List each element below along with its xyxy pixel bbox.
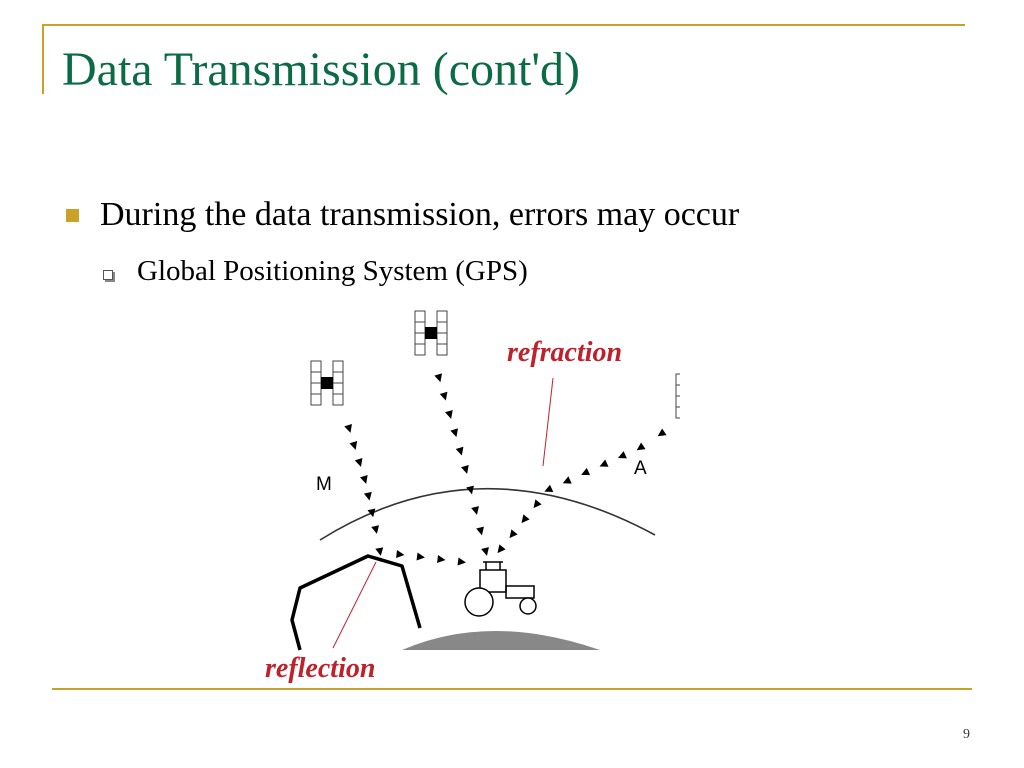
reflection-annotation: reflection bbox=[265, 653, 375, 684]
arrow-icon bbox=[481, 547, 489, 556]
arrow-icon bbox=[533, 499, 542, 509]
arrow-icon bbox=[434, 373, 443, 383]
arrow-icon bbox=[359, 474, 368, 484]
bullet-text-level1: During the data transmission, errors may… bbox=[100, 196, 740, 233]
frame-top-line bbox=[42, 24, 965, 26]
arrow-icon bbox=[544, 484, 554, 492]
arrow-icon bbox=[344, 423, 352, 433]
arrow-icon bbox=[349, 440, 358, 450]
refraction-annotation: refraction bbox=[507, 337, 622, 368]
arrow-icon bbox=[521, 514, 530, 524]
arrow-icon bbox=[509, 529, 518, 539]
satellite-icon bbox=[310, 360, 344, 406]
arrow-icon bbox=[617, 451, 627, 459]
reflection-leader-line bbox=[332, 561, 377, 649]
multipath-label: M bbox=[316, 474, 332, 495]
slide-title: Data Transmission (cont'd) bbox=[62, 43, 580, 96]
arrow-icon bbox=[371, 525, 380, 534]
building-outline bbox=[290, 554, 422, 651]
refraction-leader-line bbox=[542, 377, 554, 467]
arrow-icon bbox=[461, 465, 469, 474]
arrow-icon bbox=[497, 544, 506, 554]
ground-shape bbox=[402, 631, 600, 650]
page-number: 9 bbox=[963, 727, 970, 742]
arrow-icon bbox=[445, 410, 453, 419]
arrow-icon bbox=[455, 446, 464, 456]
arrow-icon bbox=[450, 428, 459, 438]
arrow-icon bbox=[476, 526, 484, 536]
atmosphere-arc bbox=[319, 487, 656, 541]
arrow-icon bbox=[367, 508, 376, 518]
satellite-icon bbox=[414, 310, 448, 356]
gps-diagram: M A refraction reflection bbox=[265, 310, 680, 684]
frame-bottom-line bbox=[52, 688, 972, 690]
arrow-icon bbox=[471, 506, 479, 515]
satellite-icon bbox=[675, 373, 680, 419]
arrow-icon bbox=[657, 428, 667, 437]
bullet-box-icon bbox=[103, 270, 113, 280]
frame-left-line bbox=[42, 24, 44, 94]
arrow-icon bbox=[457, 557, 466, 566]
signal-paths bbox=[344, 373, 667, 566]
arrow-icon bbox=[599, 459, 609, 467]
arrow-icon bbox=[439, 391, 448, 401]
arrow-icon bbox=[363, 491, 372, 501]
arrow-icon bbox=[354, 457, 363, 467]
arrow-icon bbox=[437, 555, 446, 563]
arrow-icon bbox=[396, 550, 405, 558]
bullet-text-level2: Global Positioning System (GPS) bbox=[137, 255, 528, 287]
arrow-icon bbox=[466, 485, 474, 495]
arrow-icon bbox=[581, 467, 591, 476]
arrow-icon bbox=[416, 552, 425, 561]
arrow-icon bbox=[562, 476, 572, 484]
arrow-icon bbox=[375, 547, 384, 556]
tractor-icon bbox=[464, 561, 537, 617]
bullet-square-icon bbox=[66, 209, 79, 222]
arrow-icon bbox=[636, 442, 646, 451]
atmospheric-label: A bbox=[634, 458, 647, 479]
